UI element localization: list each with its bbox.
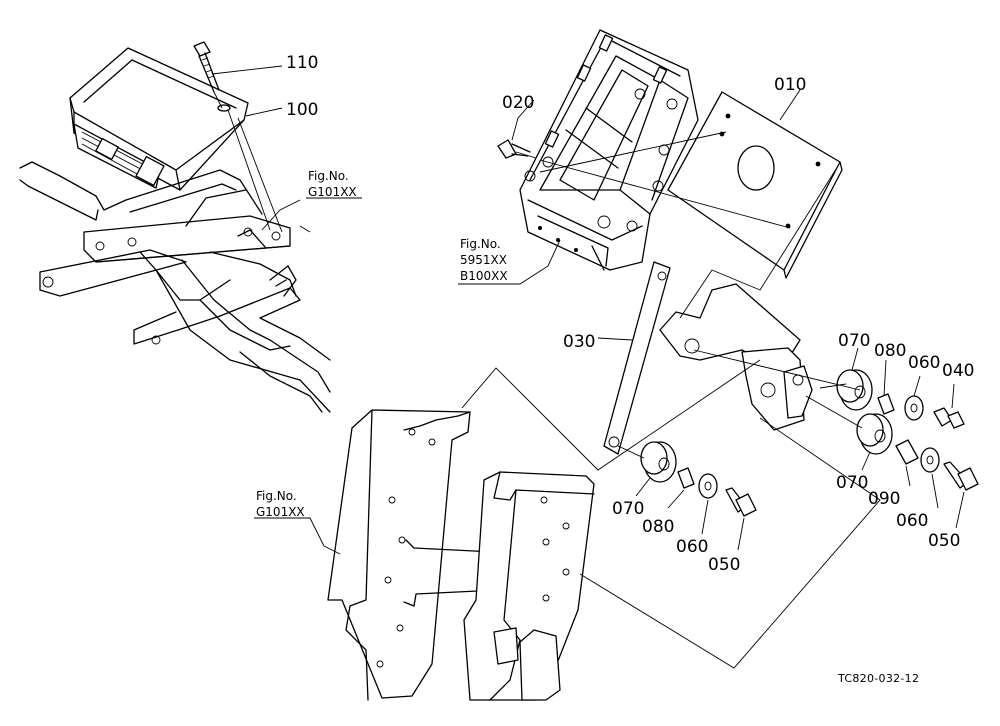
fig-ref-g101xx-upper: Fig.No. G101XX	[306, 169, 362, 199]
frame-lower-right-panel	[463, 471, 595, 701]
collar-080-a	[677, 467, 695, 489]
label-080-a: 080	[642, 517, 674, 537]
label-070-b: 070	[838, 331, 870, 351]
washer-060-c	[920, 447, 940, 473]
label-030: 030	[563, 332, 595, 352]
label-050-b: 050	[928, 531, 960, 551]
label-060-b: 060	[908, 353, 940, 373]
label-060-a: 060	[676, 537, 708, 557]
controller-housing	[519, 29, 699, 271]
fig-ref-5951xx: Fig.No. 5951XX B100XX	[458, 237, 508, 285]
fig-ref-3-line2: G101XX	[256, 505, 305, 519]
fig-ref-2-line3: B100XX	[460, 269, 508, 283]
assembly-lines	[211, 65, 965, 669]
washer-060-a	[698, 473, 718, 499]
bolt-050-a	[725, 487, 757, 517]
fig-ref-2-line2: 5951XX	[460, 253, 507, 267]
label-010: 010	[774, 75, 806, 95]
label-090: 090	[868, 489, 900, 509]
fig-ref-2-line1: Fig.No.	[460, 237, 501, 251]
spacer-090	[895, 439, 919, 465]
label-070-c: 070	[836, 473, 868, 493]
ecu-controller-100	[69, 47, 249, 191]
bolt-040	[933, 407, 965, 429]
label-110: 110	[286, 53, 318, 73]
label-020: 020	[502, 93, 534, 113]
bracket-030	[603, 261, 813, 455]
label-070-a: 070	[612, 499, 644, 519]
label-100: 100	[286, 100, 318, 120]
bolt-050-b	[943, 461, 979, 491]
grommet-070-c	[856, 413, 893, 455]
label-040: 040	[942, 361, 974, 381]
grommet-070-a	[640, 441, 677, 483]
frame-left-upper	[19, 161, 331, 413]
label-050-a: 050	[708, 555, 740, 575]
plate-010	[667, 91, 843, 279]
fig-ref-1-line1: Fig.No.	[308, 169, 349, 183]
fig-ref-3-line1: Fig.No.	[256, 489, 297, 503]
bolt-020	[497, 139, 531, 159]
label-060-c: 060	[896, 511, 928, 531]
fig-ref-1-line2: G101XX	[308, 185, 357, 199]
collar-080-b	[877, 393, 895, 415]
label-080-b: 080	[874, 341, 906, 361]
grommet-070-b	[836, 369, 873, 411]
drawing-code: TC820-032-12	[837, 672, 919, 685]
washer-060-b	[904, 395, 924, 421]
fig-ref-g101xx-lower: Fig.No. G101XX	[254, 489, 325, 547]
bolt-110	[193, 41, 220, 93]
